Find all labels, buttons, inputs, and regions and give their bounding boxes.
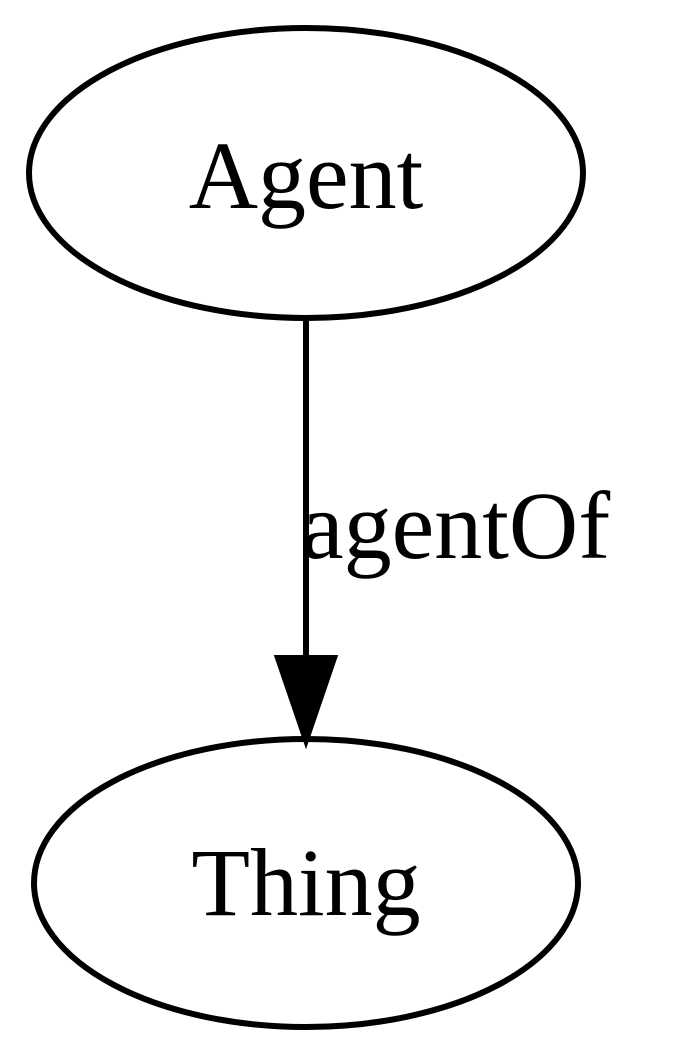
edge-agent-to-thing: agentOf <box>273 318 610 750</box>
node-agent-label: Agent <box>189 122 424 229</box>
node-agent: Agent <box>26 25 586 321</box>
edge-label: agentOf <box>301 472 610 579</box>
arrowhead-icon <box>273 655 339 750</box>
node-thing-label: Thing <box>191 829 420 936</box>
node-thing-ellipse <box>31 736 581 1030</box>
node-thing: Thing <box>31 736 581 1030</box>
